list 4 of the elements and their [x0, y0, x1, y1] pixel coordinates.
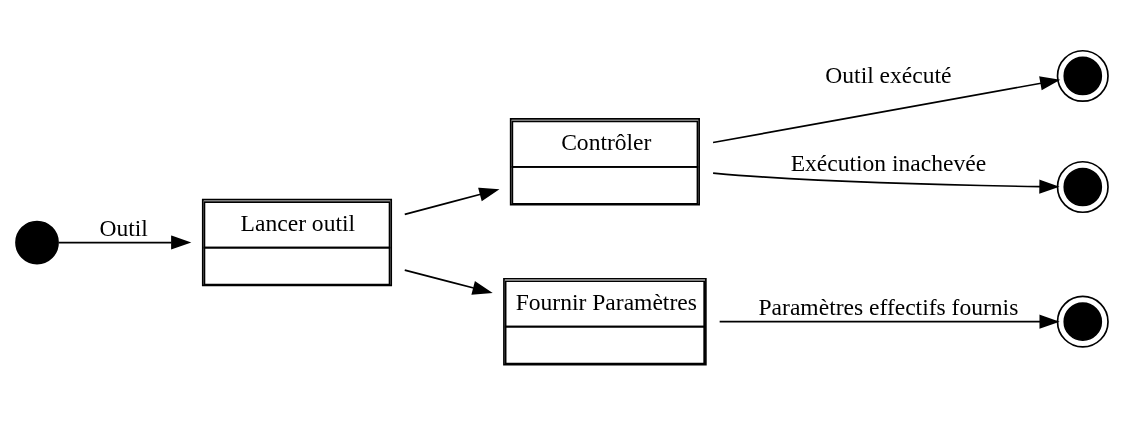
edge-label: Outil exécuté — [825, 62, 952, 89]
edge-label: Exécution inachevée — [790, 149, 987, 176]
edge-label: Paramètres effectifs fournis — [758, 294, 1019, 321]
edge-label: Outil — [99, 215, 148, 242]
